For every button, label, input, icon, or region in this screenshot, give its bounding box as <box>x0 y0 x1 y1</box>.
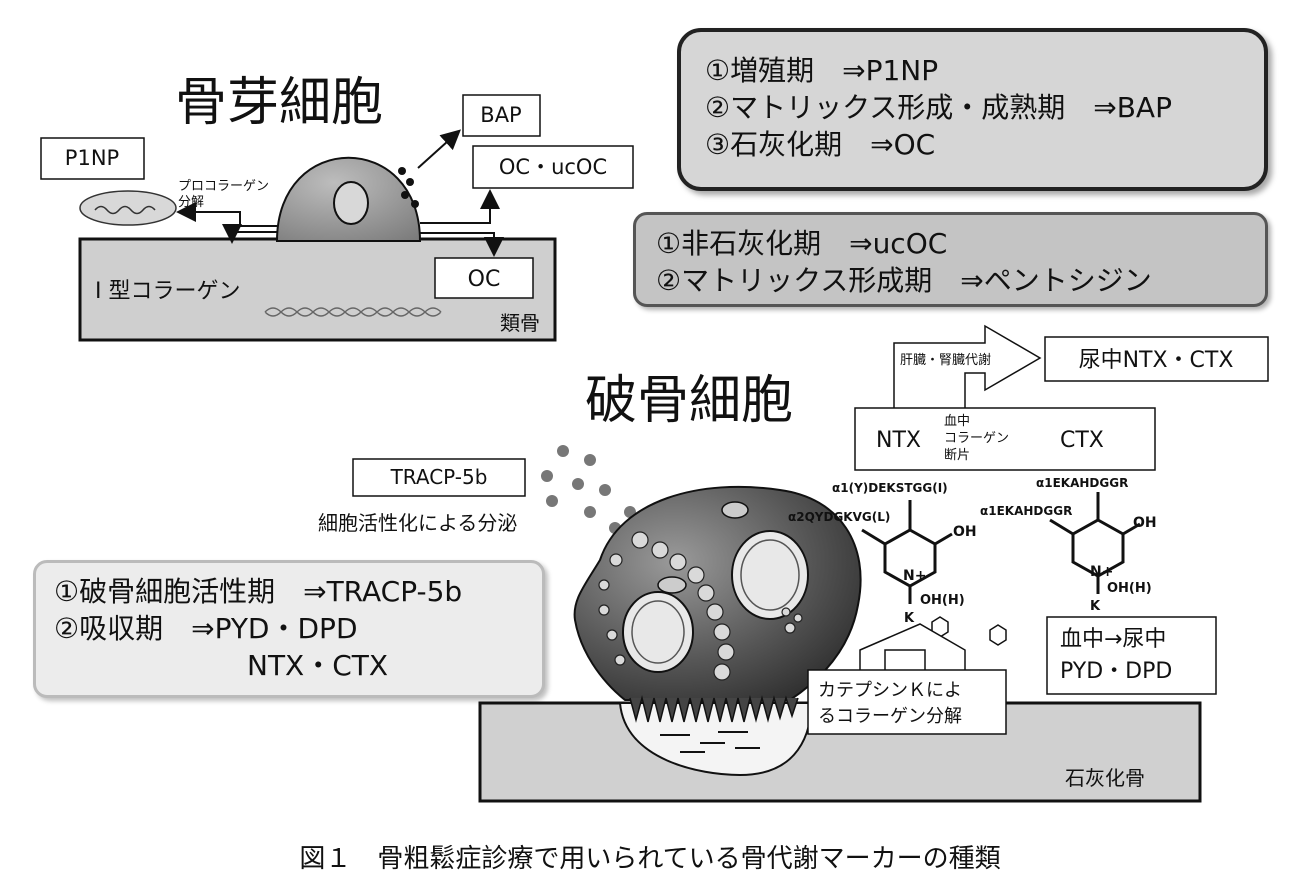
blood-fragment-line2: コラーゲン <box>944 431 1009 446</box>
procollagen-arrow <box>176 202 277 227</box>
seq-ekahdggr-mid: α1EKAHDGGR <box>980 504 1072 518</box>
procollagen-label-1: プロコラーゲン <box>178 179 269 194</box>
osteoblast-title: 骨芽細胞 <box>175 73 383 133</box>
blood-fragment-line3: 断片 <box>944 448 970 463</box>
tracp-secretion-dots <box>541 445 636 534</box>
formation-phase-3: ③石灰化期 ⇒OC <box>705 128 936 161</box>
oc-ucoc-box <box>472 145 634 189</box>
procollagen-label-2: 分解 <box>178 195 204 210</box>
osteoclast-title: 破骨細胞 <box>585 371 793 431</box>
k-label-2: K <box>1090 599 1101 614</box>
osteoblast-nucleus <box>333 181 369 225</box>
urine-ntx-ctx-label: 尿中NTX・CTX <box>1079 348 1234 373</box>
oh-label-2: OH <box>1133 515 1157 531</box>
n-plus-label-1: N+ <box>903 568 926 584</box>
resorption-phase-2-cont: NTX・CTX <box>247 649 389 682</box>
blood-urine-line1: 血中→尿中 <box>1060 627 1166 652</box>
resorption-phases-panel: ①破骨細胞活性期 ⇒TRACP-5b ②吸収期 ⇒PYD・DPD NTX・CTX <box>33 560 545 698</box>
calcified-bone-label: 石灰化骨 <box>1065 766 1145 790</box>
non-calcified-phases-panel: ①非石灰化期 ⇒ucOC ②マトリックス形成期 ⇒ペントシジン <box>633 212 1268 307</box>
liver-kidney-arrow <box>893 324 1042 410</box>
oh-h-label-1: OH(H) <box>920 593 965 608</box>
formation-phase-2: ②マトリックス形成・成熟期 ⇒BAP <box>705 91 1172 124</box>
secretion-label: 細胞活性化による分泌 <box>318 511 517 535</box>
bap-arrow <box>417 129 461 169</box>
pyridinoline-icon-1 <box>861 500 953 604</box>
seq-qydgkvg: α2QYDGKVG(L) <box>788 510 890 524</box>
blood-urine-line2: PYD・DPD <box>1060 659 1172 684</box>
tracp-box <box>352 458 526 497</box>
collagen-deposit-arrow <box>222 224 277 244</box>
blood-fragment-line1: 血中 <box>944 414 970 429</box>
cathepsin-line2: るコラーゲン分解 <box>818 706 962 727</box>
resorption-phase-2: ②吸収期 ⇒PYD・DPD <box>54 612 358 645</box>
seq-y-dekstgg: α1(Y)DEKSTGG(Ⅰ) <box>832 481 948 495</box>
tracp-label: TRACP-5b <box>390 465 488 489</box>
vesicles <box>598 531 803 681</box>
oh-h-label-2: OH(H) <box>1107 581 1152 596</box>
blood-urine-box <box>1046 616 1217 695</box>
non-calcified-phase-2: ②マトリックス形成期 ⇒ペントシジン <box>656 264 1152 297</box>
osteoclast-nucleus-2-inner <box>740 539 800 611</box>
oc-inner-label: OC <box>468 267 501 292</box>
oc-inner-box <box>434 257 534 299</box>
collagen-fragments-in-lacuna <box>660 731 760 753</box>
figure-caption: 図１ 骨粗鬆症診療で用いられている骨代謝マーカーの種類 <box>299 844 1000 874</box>
oc-arrow <box>420 232 504 257</box>
liver-kidney-label: 肝臓・腎臓代謝 <box>900 353 991 368</box>
ruffled-border <box>629 695 799 723</box>
bap-box <box>462 94 541 137</box>
urine-ntx-ctx-box <box>1044 336 1269 382</box>
pyridinoline-icon-2 <box>1049 492 1141 594</box>
osteoclast-nucleus-1-inner <box>631 600 685 664</box>
mitochondrion-1 <box>721 501 749 519</box>
osteoclast-nucleus-1 <box>622 591 694 673</box>
p1np-box <box>40 137 145 180</box>
blood-fragment-box <box>854 407 1156 471</box>
formation-phases-panel: ①増殖期 ⇒P1NP ②マトリックス形成・成熟期 ⇒BAP ③石灰化期 ⇒OC <box>677 28 1268 191</box>
osteoid-label: 類骨 <box>500 311 540 335</box>
collagen-helix-icon <box>264 307 442 317</box>
procollagen-wave-icon <box>94 205 156 215</box>
secretion-dots <box>398 167 419 208</box>
oc-ucoc-label: OC・ucOC <box>499 155 607 179</box>
resorption-phase-1: ①破骨細胞活性期 ⇒TRACP-5b <box>54 575 463 608</box>
p1np-label: P1NP <box>65 146 119 170</box>
resorption-lacuna <box>618 702 814 777</box>
formation-phase-1: ①増殖期 ⇒P1NP <box>705 54 939 87</box>
non-calcified-phase-1: ①非石灰化期 ⇒ucOC <box>656 227 948 260</box>
mitochondrion-2 <box>657 576 687 594</box>
bap-label: BAP <box>480 103 521 127</box>
k-label-1: K <box>904 611 915 626</box>
n-plus-label-2: N+ <box>1090 564 1113 580</box>
type1-collagen-label: I 型コラーゲン <box>95 279 240 304</box>
seq-ekahdggr-top: α1EKAHDGGR <box>1036 476 1128 490</box>
cathepsin-callout-pointer <box>859 623 966 672</box>
ntx-label: NTX <box>876 428 921 453</box>
oh-label-1: OH <box>953 524 977 540</box>
cathepsin-box <box>807 669 1007 735</box>
cathepsin-line1: カテプシンＫによ <box>818 680 962 701</box>
oc-ucoc-arrow <box>420 189 500 224</box>
osteoclast-nucleus-2 <box>731 530 809 620</box>
ctx-label: CTX <box>1060 428 1104 453</box>
